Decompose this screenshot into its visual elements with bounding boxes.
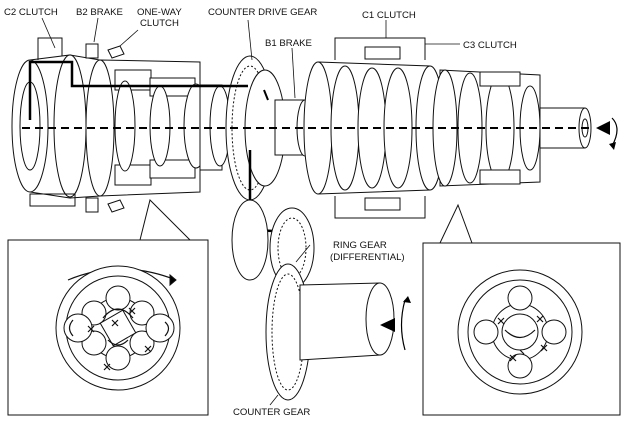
lock-marks <box>497 315 548 362</box>
ring-gear-label-line1: RING GEAR <box>333 240 387 251</box>
planetary-detail-right <box>422 203 621 416</box>
clutch-bracket-outlines <box>334 37 426 219</box>
one-way-clutch-element <box>107 45 125 213</box>
counter-gear-assembly <box>231 199 395 401</box>
lock-marks <box>87 307 152 371</box>
labels: C2 CLUTCH B2 BRAKE ONE-WAY CLUTCH COUNTE… <box>4 7 517 418</box>
input-direction-arrow <box>596 117 618 150</box>
c1-clutch-label: C1 CLUTCH <box>362 10 416 21</box>
one-way-clutch-label-line2: CLUTCH <box>140 18 179 29</box>
leader-lines <box>41 17 460 406</box>
planetary-detail-left <box>7 199 209 416</box>
b1-brake-label: B1 BRAKE <box>265 38 312 49</box>
front-planetary-set <box>432 69 541 187</box>
rear-planetary-housing <box>85 59 231 197</box>
output-arrow <box>380 296 411 351</box>
c2-clutch-bracket <box>29 37 76 207</box>
counter-drive-gear-label: COUNTER DRIVE GEAR <box>208 7 317 18</box>
counter-gear-label: COUNTER GEAR <box>233 407 310 418</box>
c3-clutch-label: C3 CLUTCH <box>463 40 517 51</box>
rotation-arrows <box>68 308 170 346</box>
rotation-arrows <box>504 329 536 355</box>
b2-brake-label: B2 BRAKE <box>76 7 123 18</box>
gear-train-assembly <box>11 37 592 219</box>
one-way-clutch-label-line1: ONE-WAY <box>137 7 182 18</box>
c2-clutch-label: C2 CLUTCH <box>4 7 58 18</box>
b2-brake-box <box>85 43 99 213</box>
ring-gear-label-line2: (DIFFERENTIAL) <box>330 252 405 263</box>
